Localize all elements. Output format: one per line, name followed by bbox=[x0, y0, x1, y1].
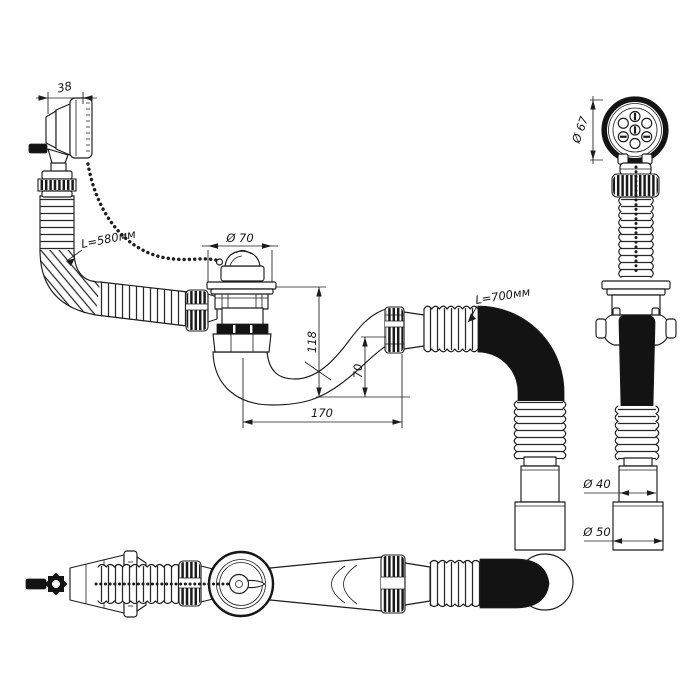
diameter-label-50: Ø 50 bbox=[582, 525, 610, 539]
plan-nut-2 bbox=[380, 554, 406, 614]
inlet-nut bbox=[185, 289, 218, 332]
end-fitting-40-front bbox=[618, 465, 658, 503]
assembly-plan-view bbox=[25, 550, 574, 618]
drain-body bbox=[206, 281, 277, 353]
height-label-118: 118 bbox=[305, 331, 319, 353]
dimension-dia-40: Ø 40 bbox=[582, 477, 656, 496]
dimension-dia-70: Ø 70 bbox=[202, 231, 278, 282]
dimension-38: 38 bbox=[36, 79, 97, 114]
dimension-label-38: 38 bbox=[56, 79, 73, 96]
diameter-label-40: Ø 40 bbox=[582, 477, 610, 491]
offset-label-70: 70 bbox=[351, 364, 365, 379]
dimension-dia-50: Ø 50 bbox=[582, 525, 663, 544]
dimension-70: 70 bbox=[351, 336, 386, 397]
drain-plug bbox=[215, 249, 265, 282]
plan-corrugation bbox=[429, 559, 481, 608]
outlet-nut bbox=[384, 306, 405, 354]
width-label-170: 170 bbox=[311, 406, 333, 420]
chain-knob bbox=[215, 258, 224, 266]
diameter-label-70: Ø 70 bbox=[225, 231, 253, 245]
outlet-corrugation bbox=[423, 305, 479, 353]
outlet-sleeve bbox=[403, 311, 425, 350]
flexible-hose-700 bbox=[477, 305, 567, 551]
dimension-118: 118 bbox=[275, 286, 410, 398]
overflow-pin bbox=[28, 143, 48, 154]
front-outlet-hose bbox=[612, 314, 664, 551]
overflow-hose-580 bbox=[39, 195, 190, 327]
dimension-170: 170 bbox=[242, 354, 403, 428]
overflow-fitting-body bbox=[28, 97, 93, 198]
hex-nut bbox=[212, 333, 272, 353]
overflow-side-view: 38 L=580мм bbox=[28, 79, 221, 327]
drain-flange bbox=[206, 281, 277, 290]
overflow-standpipe bbox=[618, 165, 654, 278]
end-fitting-40 bbox=[520, 465, 560, 503]
gasket-band bbox=[216, 323, 269, 335]
overflow-head-face bbox=[601, 96, 669, 164]
drain-center-view: L=700мм Ø 70 118 70 170 bbox=[185, 231, 567, 551]
end-fitting-50 bbox=[514, 501, 566, 551]
plan-hose-end bbox=[479, 553, 574, 611]
